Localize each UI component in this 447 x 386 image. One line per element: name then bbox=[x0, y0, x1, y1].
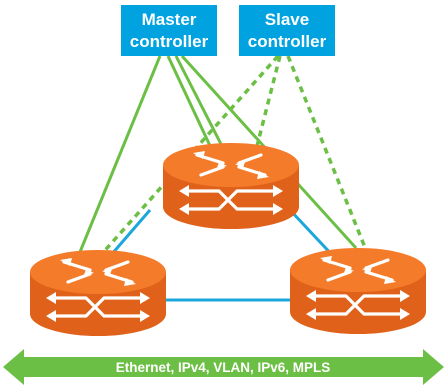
router-right-icon bbox=[288, 246, 428, 336]
slave-link-top bbox=[254, 55, 282, 151]
slave-controller: Slave controller bbox=[239, 5, 335, 56]
master-controller-label-line2: controller bbox=[130, 32, 209, 51]
slave-controller-label-line1: Slave bbox=[265, 10, 309, 29]
router-top-icon bbox=[161, 141, 301, 231]
slave-link-right bbox=[286, 55, 368, 251]
protocol-bar-label: Ethernet, IPv4, VLAN, IPv6, MPLS bbox=[116, 360, 331, 375]
link-top-right bbox=[288, 208, 337, 260]
slave-controller-label-line2: controller bbox=[248, 32, 327, 51]
master-controller-label-line1: Master bbox=[142, 10, 197, 29]
double-arrow-icon bbox=[3, 349, 444, 385]
master-link-top bbox=[166, 55, 214, 151]
master-link-left bbox=[78, 55, 162, 253]
master-controller: Master controller bbox=[121, 5, 217, 56]
protocol-bar: Ethernet, IPv4, VLAN, IPv6, MPLS bbox=[3, 349, 444, 385]
router-left-icon bbox=[28, 248, 168, 338]
master-link-top-2 bbox=[174, 55, 226, 151]
